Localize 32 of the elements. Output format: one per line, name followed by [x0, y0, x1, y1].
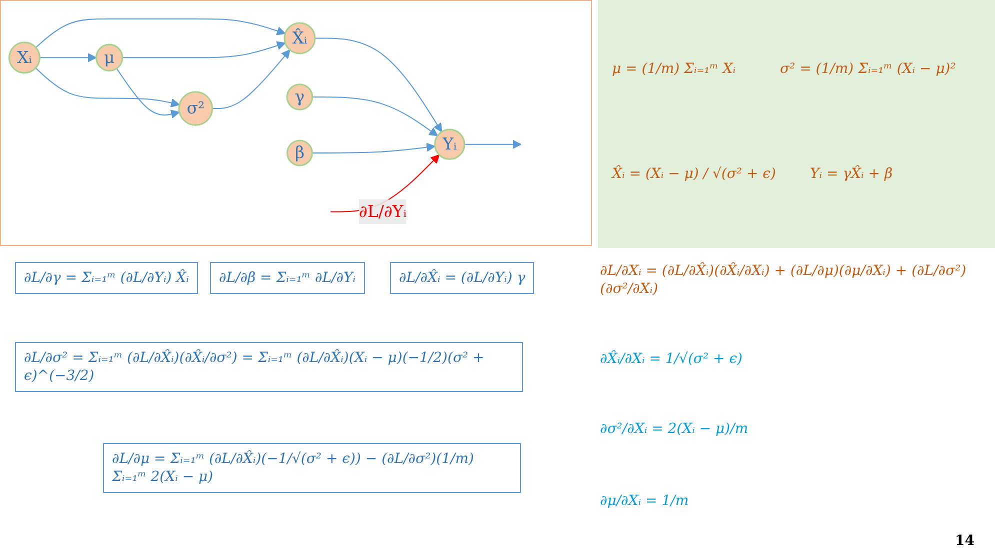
formula: X̂ᵢ = (Xᵢ − μ) / √(σ² + ϵ) [612, 165, 776, 184]
arrow [122, 41, 286, 58]
formula: ∂X̂ᵢ/∂Xᵢ = 1/√(σ² + ϵ) [600, 350, 743, 368]
node-circle: β [286, 140, 313, 166]
arrow [312, 142, 436, 154]
node-circle: X̂ᵢ [284, 22, 316, 54]
arrow [212, 49, 290, 110]
formula: ∂L/∂Xᵢ = (∂L/∂X̂ᵢ)(∂X̂ᵢ/∂Xᵢ) + (∂L/∂μ)(∂μ/∂Xᵢ) + (∂L/∂σ²)(∂σ²/∂Xᵢ) [600, 262, 968, 298]
formula: σ² = (1/m) Σᵢ₌₁ᵐ (Xᵢ − μ)² [780, 60, 956, 78]
formula: ∂L/∂β = Σᵢ₌₁ᵐ ∂L/∂Yᵢ [210, 262, 365, 294]
node-circle: σ² [178, 91, 214, 126]
formula: ∂σ²/∂Xᵢ = 2(Xᵢ − μ)/m [600, 420, 748, 438]
arrow [464, 140, 522, 149]
formula: ∂L/∂γ = Σᵢ₌₁ᵐ (∂L/∂Yᵢ) X̂ᵢ [15, 262, 198, 294]
node-circle: μ [96, 44, 124, 72]
edge-label: ∂L/∂Yᵢ [358, 201, 407, 221]
page-number: 14 [955, 532, 974, 550]
node-circle: Yᵢ [434, 128, 466, 160]
formula: Yᵢ = γX̂ᵢ + β [810, 165, 893, 184]
node-circle: Xᵢ [8, 42, 40, 74]
arrow [314, 38, 442, 132]
arrow [40, 53, 97, 62]
arrow [312, 96, 438, 136]
node-circle: γ [286, 84, 314, 110]
arrow [35, 18, 286, 48]
arrow [35, 68, 180, 108]
formula: μ = (1/m) Σᵢ₌₁ᵐ Xᵢ [612, 60, 736, 78]
formula: ∂μ/∂Xᵢ = 1/m [600, 492, 689, 510]
formula: ∂L/∂σ² = Σᵢ₌₁ᵐ (∂L/∂X̂ᵢ)(∂X̂ᵢ/∂σ²) = Σᵢ₌₁ᵐ (∂L/∂X̂ᵢ)(Xᵢ − μ)(−1/2)(σ² + ϵ)^(−3/2) [15, 342, 523, 392]
arrow [116, 68, 180, 118]
formula: ∂L/∂X̂ᵢ = (∂L/∂Yᵢ) γ [390, 262, 534, 294]
formula: ∂L/∂μ = Σᵢ₌₁ᵐ (∂L/∂X̂ᵢ)(−1/√(σ² + ϵ)) − (∂L/∂σ²)(1/m) Σᵢ₌₁ᵐ 2(Xᵢ − μ) [103, 443, 521, 494]
